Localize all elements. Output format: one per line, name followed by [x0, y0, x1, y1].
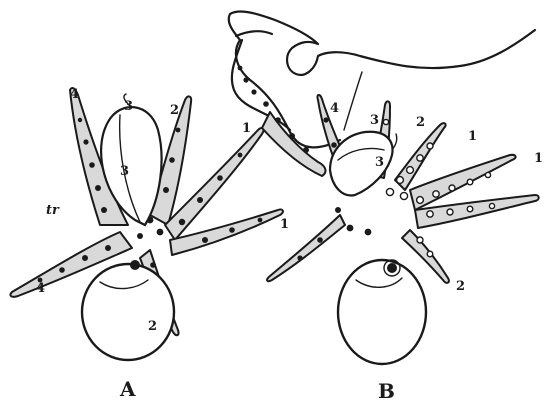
- panel-b-label-3-top: 3: [370, 113, 379, 128]
- panel-a-label-3-top: 3: [124, 99, 133, 114]
- panel-b-eye: [387, 263, 397, 273]
- panel-a-label-4-top: 4: [70, 87, 79, 102]
- panel-a-mantle: [82, 264, 174, 360]
- panel-b-label-2-top: 2: [416, 115, 425, 130]
- panel-b: [229, 12, 539, 364]
- panel-b-label-3-hood: 3: [375, 155, 384, 170]
- panel-b-arm-left-low: [267, 215, 345, 281]
- panel-b-label-4: 4: [330, 101, 339, 116]
- panel-a-eye: [130, 260, 140, 270]
- panel-b-mantle: [338, 260, 426, 364]
- panel-b-hood-line: [344, 72, 362, 130]
- panel-a-labels: 4 3 2 1 3 1 2 4 tr A: [36, 87, 289, 401]
- panel-b-tendril-upper: [236, 31, 272, 36]
- panel-a-caption: A: [119, 377, 136, 401]
- panel-a-annotation-tr: tr: [46, 203, 60, 218]
- panel-b-caption: B: [378, 379, 395, 403]
- panel-a-label-4-bottom: 4: [36, 281, 45, 296]
- panel-b-arm-up: [262, 112, 325, 176]
- panel-b-label-1-right: 1: [534, 151, 543, 166]
- panel-b-label-1-top: 1: [468, 129, 477, 144]
- panel-a-label-1-top: 1: [242, 121, 251, 136]
- panel-a-label-1-right: 1: [280, 217, 289, 232]
- panel-a-label-2-top: 2: [170, 103, 179, 118]
- panel-a-label-2-bottom: 2: [148, 319, 157, 334]
- panel-b-label-2-bottom: 2: [456, 279, 465, 294]
- panel-a-label-3-hood: 3: [120, 164, 129, 179]
